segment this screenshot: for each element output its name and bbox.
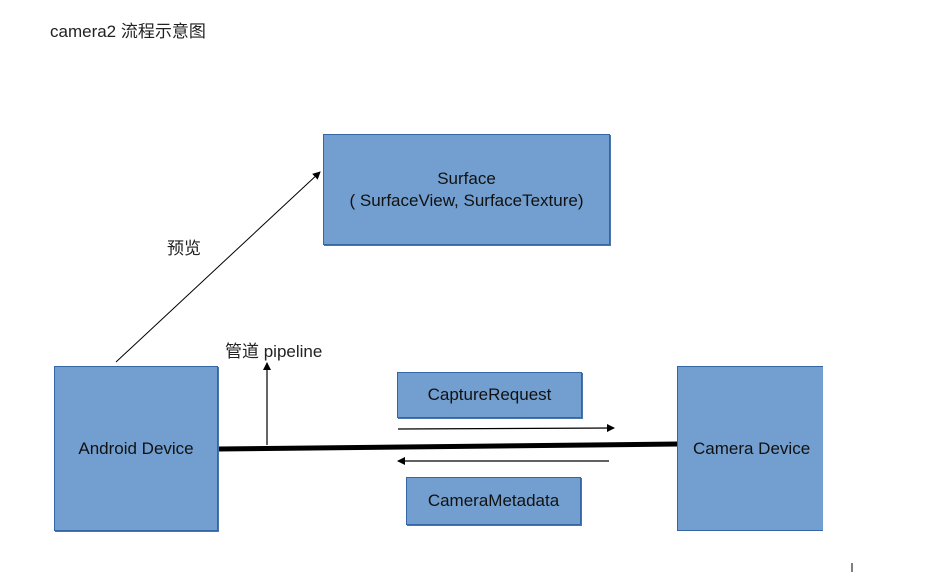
request-arrow [397, 424, 615, 433]
pipeline-label: 管道 pipeline [225, 342, 323, 361]
camera-device-node: Camera Device [677, 366, 823, 531]
pipeline-line [217, 441, 679, 452]
preview-arrow [115, 171, 321, 363]
diagram-title: camera2 流程示意图 [50, 22, 206, 41]
android-device-label: Android Device [78, 438, 194, 458]
surface-subtitle: ( SurfaceView, SurfaceTexture) [349, 190, 584, 210]
camera-metadata-node: CameraMetadata [406, 477, 581, 525]
android-device-node: Android Device [54, 366, 218, 531]
surface-node: Surface ( SurfaceView, SurfaceTexture) [323, 134, 610, 245]
camera-metadata-label: CameraMetadata [427, 491, 560, 510]
surface-title: Surface [437, 168, 496, 188]
camera-device-label: Camera Device [693, 438, 811, 458]
capture-request-node: CaptureRequest [397, 372, 582, 418]
preview-label: 预览 [167, 239, 201, 258]
capture-request-label: CaptureRequest [427, 385, 552, 404]
